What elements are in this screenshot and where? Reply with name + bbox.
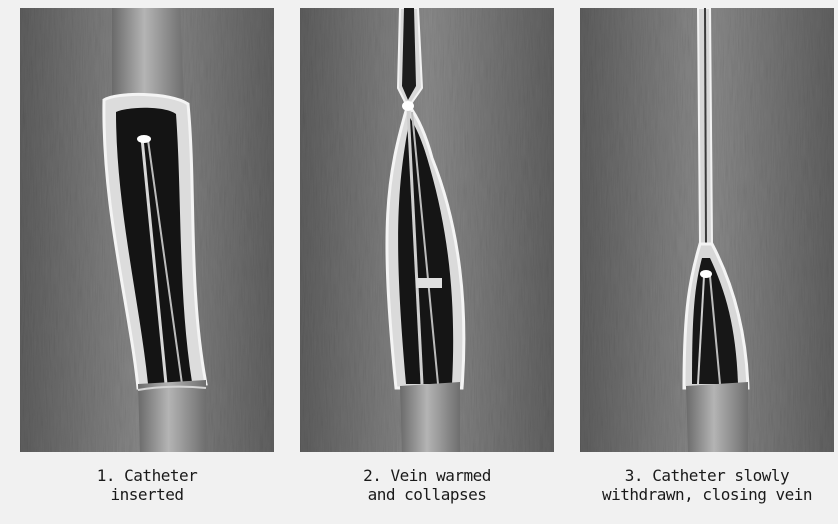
vein-collapses-illustration [300, 8, 554, 452]
catheter-inserted-illustration [20, 8, 274, 452]
panel-catheter-inserted [20, 8, 274, 452]
step-2-caption: 2. Vein warmed and collapses [300, 466, 554, 504]
step-3-caption: 3. Catheter slowly withdrawn, closing ve… [580, 466, 834, 504]
panel-catheter-withdrawn [580, 8, 834, 452]
step-1-caption: 1. Catheter inserted [20, 466, 274, 504]
catheter-withdrawn-illustration [580, 8, 834, 452]
panel-vein-collapses [300, 8, 554, 452]
